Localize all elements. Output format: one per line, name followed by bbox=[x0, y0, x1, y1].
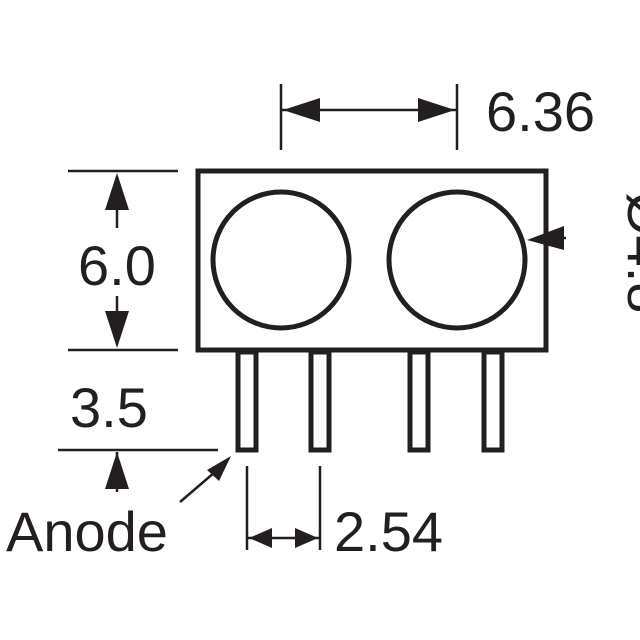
lens-pitch-dimension: 6.36 bbox=[279, 80, 595, 150]
lead-2 bbox=[308, 349, 332, 453]
lead-pitch-label: 2.54 bbox=[334, 500, 443, 563]
lead-1-anode bbox=[235, 349, 259, 453]
lead-pitch-dimension: 2.54 bbox=[245, 466, 443, 563]
lead-3 bbox=[407, 349, 431, 453]
lead-4 bbox=[481, 349, 505, 453]
lens-right bbox=[386, 189, 528, 331]
package-body bbox=[195, 168, 549, 353]
lens-diameter-dimension: Ø4.8 bbox=[527, 192, 640, 313]
body-height-label: 6.0 bbox=[78, 234, 156, 297]
lens-left bbox=[210, 189, 352, 331]
lens-pitch-label: 6.36 bbox=[486, 80, 595, 143]
lead-height-label: 3.5 bbox=[70, 376, 148, 439]
body-height-dimension: 6.0 bbox=[68, 169, 178, 352]
lens-diameter-label: Ø4.8 bbox=[616, 192, 640, 313]
anode-label: Anode bbox=[6, 500, 168, 563]
anode-callout: Anode bbox=[6, 456, 231, 563]
lead-height-dimension: 3.5 bbox=[58, 376, 218, 492]
